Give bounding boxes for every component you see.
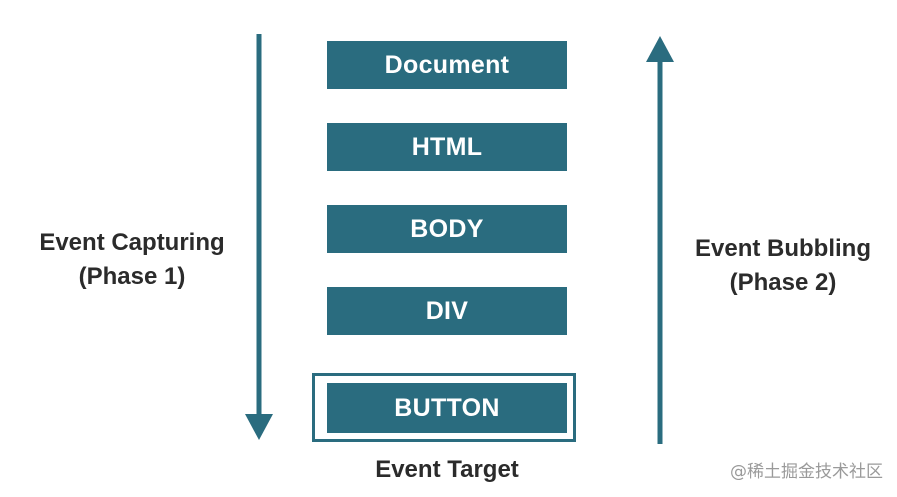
event-capturing-label: Event Capturing (Phase 1) — [16, 226, 248, 294]
capturing-phase: (Phase 1) — [78, 263, 186, 290]
node-html: HTML — [327, 123, 567, 171]
bubbling-phase: (Phase 2) — [729, 269, 837, 296]
event-target-frame — [312, 373, 576, 442]
node-document: Document — [327, 41, 567, 89]
capturing-title: Event Capturing — [39, 229, 225, 256]
bubbling-title: Event Bubbling — [695, 235, 871, 262]
node-button: BUTTON — [327, 383, 567, 433]
bubbling-arrow-head — [646, 36, 674, 62]
event-target-caption: Event Target — [375, 456, 519, 483]
event-bubbling-label: Event Bubbling (Phase 2) — [672, 232, 894, 300]
node-div: DIV — [327, 287, 567, 335]
node-body: BODY — [327, 205, 567, 253]
watermark: @稀土掘金技术社区 — [730, 462, 883, 482]
